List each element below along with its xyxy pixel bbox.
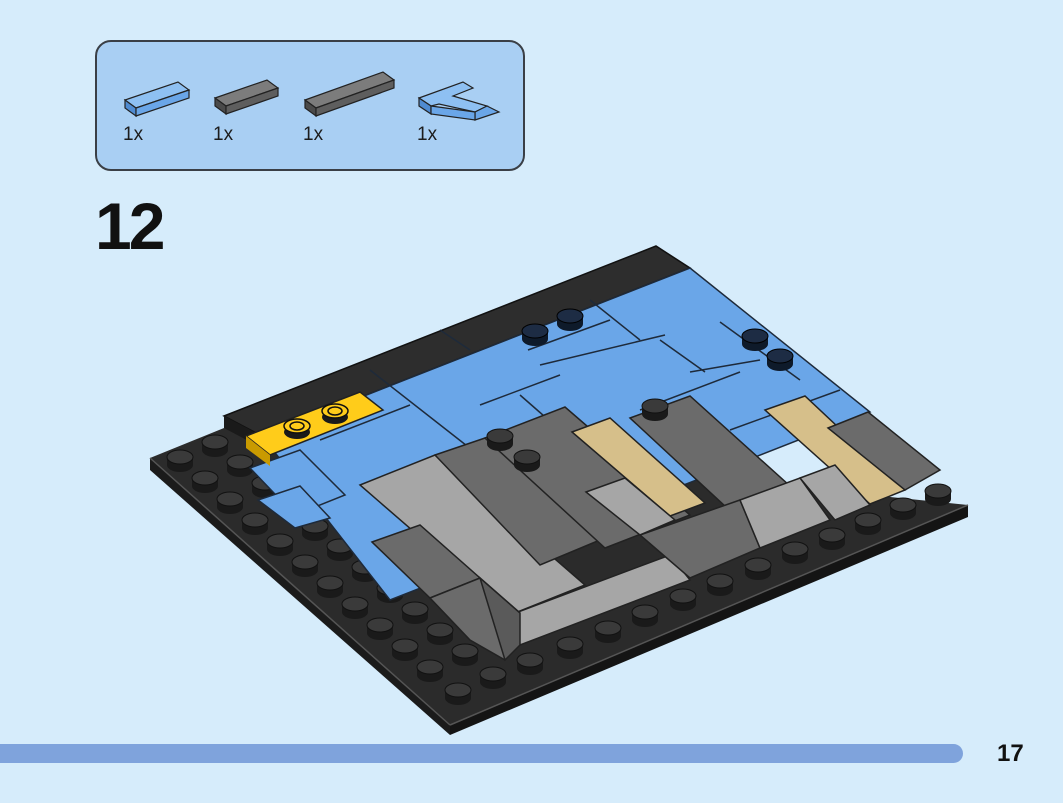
parts-list-box: 1x 1x 1x 1x bbox=[95, 40, 525, 171]
part-qty: 1x bbox=[303, 124, 324, 145]
yellow-plate-side bbox=[246, 436, 270, 466]
yellow-studs bbox=[283, 403, 349, 439]
light-blue-tile-1x2-icon bbox=[123, 81, 191, 118]
light-blue-corner-tile-icon bbox=[417, 81, 501, 121]
part-qty: 1x bbox=[417, 124, 438, 145]
step-number: 12 bbox=[95, 189, 165, 263]
blue-tile bbox=[256, 485, 332, 529]
dark-gray-tile-1x2-icon bbox=[213, 79, 280, 116]
progress-bar bbox=[0, 744, 963, 763]
part-qty: 1x bbox=[123, 124, 144, 145]
part-qty: 1x bbox=[213, 124, 234, 145]
yellow-plate bbox=[244, 391, 385, 456]
page-number: 17 bbox=[997, 740, 1024, 767]
dark-gray-tile-1x4-icon bbox=[303, 71, 396, 118]
gray-tiles bbox=[358, 395, 942, 662]
